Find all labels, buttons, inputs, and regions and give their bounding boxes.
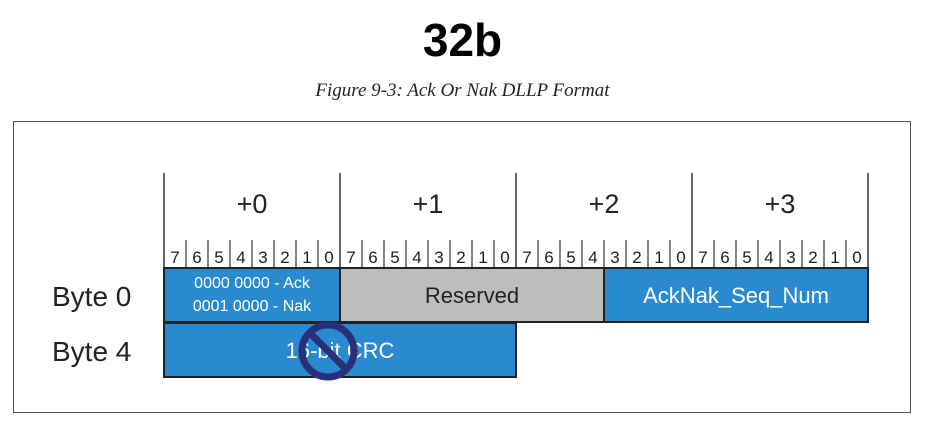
byte-offset-label: +3: [765, 189, 796, 219]
bit-number: 3: [258, 248, 267, 267]
figure-caption: Figure 9-3: Ack Or Nak DLLP Format: [315, 80, 610, 101]
bit-number: 1: [302, 248, 311, 267]
field-label: 0001 0000 - Nak: [193, 298, 312, 315]
bit-number: 0: [676, 248, 685, 267]
bit-number: 1: [654, 248, 663, 267]
bit-number: 7: [170, 248, 179, 267]
bit-number: 6: [720, 248, 729, 267]
bit-number: 4: [764, 248, 773, 267]
bit-number: 7: [346, 248, 355, 267]
field-cell: [163, 267, 341, 323]
bit-number: 5: [566, 248, 575, 267]
bit-number: 2: [632, 248, 641, 267]
bit-number: 2: [280, 248, 289, 267]
bit-number: 0: [852, 248, 861, 267]
row-labels: Byte 0 Byte 4: [52, 281, 131, 367]
page-title: 32b: [422, 14, 503, 66]
bit-number: 6: [544, 248, 553, 267]
byte-offset-label: +0: [237, 189, 268, 219]
field-label: 0000 0000 - Ack: [194, 275, 311, 292]
bit-number: 4: [412, 248, 421, 267]
bit-number: 3: [434, 248, 443, 267]
bit-number: 0: [324, 248, 333, 267]
prohibited-icon: [298, 321, 358, 381]
bit-number: 4: [588, 248, 597, 267]
bit-number: 3: [786, 248, 795, 267]
bit-number: 2: [456, 248, 465, 267]
figure-frame: [13, 121, 911, 413]
field-label: Reserved: [425, 283, 519, 308]
bit-number: 4: [236, 248, 245, 267]
bit-number: 0: [500, 248, 509, 267]
field-cells: 0000 0000 - Ack 0001 0000 - Nak Reserved Ac…: [163, 267, 869, 378]
bit-number: 6: [192, 248, 201, 267]
byte-offset-label: +2: [589, 189, 620, 219]
bit-number: 7: [522, 248, 531, 267]
bit-number: 6: [368, 248, 377, 267]
row-label: Byte 0: [52, 281, 131, 312]
bit-number: 5: [214, 248, 223, 267]
bit-number: 7: [698, 248, 707, 267]
bit-number: 5: [742, 248, 751, 267]
field-label: AckNak_Seq_Num: [643, 283, 829, 308]
bit-number: 3: [610, 248, 619, 267]
field-cell: [603, 267, 869, 323]
bit-number: 1: [478, 248, 487, 267]
bit-number: 1: [830, 248, 839, 267]
bit-number: 2: [808, 248, 817, 267]
bit-number: 5: [390, 248, 399, 267]
byte-offset-label: +1: [413, 189, 444, 219]
row-label: Byte 4: [52, 336, 131, 367]
